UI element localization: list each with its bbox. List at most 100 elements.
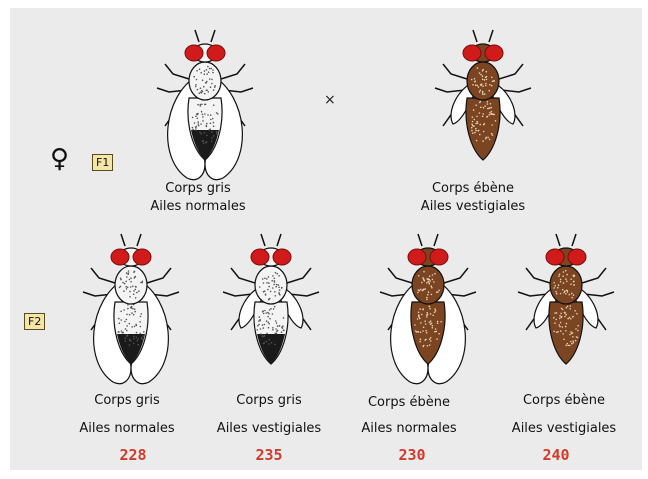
speckle	[426, 316, 428, 318]
speckle	[120, 311, 122, 313]
speckle	[202, 80, 204, 82]
speckle	[268, 276, 270, 278]
speckle	[260, 333, 262, 335]
speckle	[130, 340, 132, 342]
speckle	[212, 118, 214, 120]
speckle	[567, 343, 569, 345]
speckle	[489, 139, 491, 141]
speckle	[281, 331, 283, 333]
fly-eye-right	[568, 249, 586, 265]
speckle	[272, 275, 274, 277]
speckle	[429, 344, 431, 346]
speckle	[133, 290, 135, 292]
speckle	[424, 280, 426, 282]
fly-thorax	[550, 266, 582, 304]
speckle	[129, 279, 131, 281]
fly-parent-ebony-vestigial-label-2: Ailes vestigiales	[421, 198, 525, 216]
speckle	[209, 78, 211, 80]
speckle	[197, 104, 199, 106]
speckle	[196, 113, 198, 115]
speckle	[142, 335, 144, 337]
speckle	[486, 116, 488, 118]
speckle	[203, 73, 205, 75]
speckle	[553, 287, 555, 289]
speckle	[211, 137, 213, 139]
speckle	[562, 309, 564, 311]
speckle	[423, 278, 425, 280]
fly-thorax	[115, 266, 147, 304]
speckle	[201, 104, 203, 106]
speckle	[203, 143, 205, 145]
speckle	[200, 87, 202, 89]
speckle	[279, 289, 281, 291]
speckle	[266, 333, 268, 335]
speckle	[138, 290, 140, 292]
f2-tag: F2	[24, 313, 45, 330]
speckle	[200, 72, 202, 74]
speckle	[560, 279, 562, 281]
speckle	[283, 317, 285, 319]
speckle	[213, 104, 215, 106]
speckle	[121, 330, 123, 332]
speckle	[563, 339, 565, 341]
speckle	[131, 312, 133, 314]
speckle	[126, 325, 128, 327]
speckle	[196, 70, 198, 72]
speckle	[275, 333, 277, 335]
speckle	[258, 324, 260, 326]
speckle	[205, 82, 207, 84]
fly-antenna	[418, 234, 422, 246]
speckle	[216, 131, 218, 133]
speckle	[278, 292, 280, 294]
speckle	[197, 89, 199, 91]
speckle	[558, 284, 560, 286]
speckle	[120, 319, 122, 321]
speckle	[276, 322, 278, 324]
fly-parent-ebony-vestigial-label-1: Corps ébène	[432, 180, 514, 198]
speckle	[124, 283, 126, 285]
speckle	[272, 327, 274, 329]
speckle	[204, 93, 206, 95]
speckle	[558, 275, 560, 277]
speckle	[423, 327, 425, 329]
speckle	[479, 72, 481, 74]
speckle	[266, 320, 268, 322]
speckle	[281, 326, 283, 328]
speckle	[431, 323, 433, 325]
speckle	[279, 294, 281, 296]
speckle	[204, 104, 206, 106]
speckle	[274, 306, 276, 308]
speckle	[129, 296, 131, 298]
speckle	[571, 333, 573, 335]
speckle	[268, 327, 270, 329]
speckle	[491, 111, 493, 113]
speckle	[482, 85, 484, 87]
speckle	[195, 116, 197, 118]
speckle	[430, 320, 432, 322]
speckle	[274, 291, 276, 293]
speckle	[567, 345, 569, 347]
speckle	[572, 316, 574, 318]
speckle	[484, 105, 486, 107]
speckle	[484, 79, 486, 81]
speckle	[565, 293, 567, 295]
speckle	[142, 281, 144, 283]
speckle	[567, 306, 569, 308]
speckle	[436, 338, 438, 340]
speckle	[425, 288, 427, 290]
speckle	[197, 121, 199, 123]
speckle	[418, 314, 420, 316]
speckle	[559, 315, 561, 317]
speckle	[136, 292, 138, 294]
speckle	[216, 133, 218, 135]
speckle	[134, 311, 136, 313]
speckle	[427, 294, 429, 296]
speckle	[212, 72, 214, 74]
speckle	[566, 274, 568, 276]
speckle	[120, 286, 122, 288]
fly-f2-ebony-vestigial-count: 240	[542, 446, 569, 464]
speckle	[429, 308, 431, 310]
speckle	[133, 336, 135, 338]
speckle	[560, 322, 562, 324]
speckle	[562, 326, 564, 328]
